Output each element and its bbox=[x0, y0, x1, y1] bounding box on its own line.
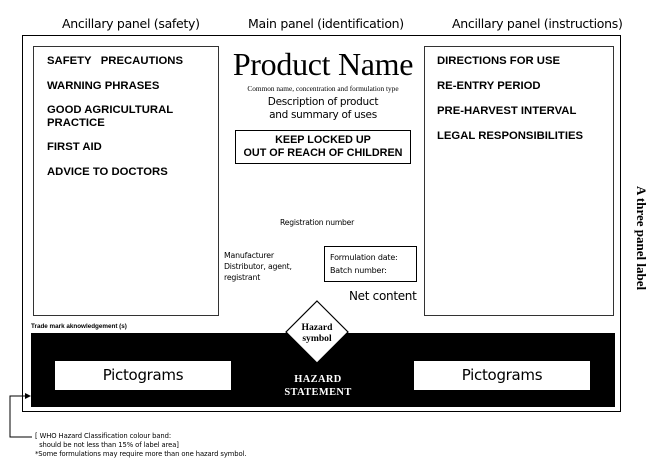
pictograms-right: Pictograms bbox=[414, 361, 590, 390]
manufacturer-info: Manufacturer Distributor, agent, registr… bbox=[224, 251, 292, 282]
item-pre-harvest-interval: PRE-HARVEST INTERVAL bbox=[437, 105, 577, 117]
label-frame bbox=[22, 35, 621, 412]
item-warning-phrases: WARNING PHRASES bbox=[47, 80, 160, 92]
formulation-box: Formulation date: Batch number: bbox=[324, 246, 417, 282]
batch-number: Batch number: bbox=[330, 266, 387, 275]
safety-panel bbox=[33, 46, 219, 316]
formulation-date: Formulation date: bbox=[330, 253, 398, 262]
item-advice-to-doctors: ADVICE TO DOCTORS bbox=[47, 166, 168, 178]
keep-locked-box: KEEP LOCKED UP OUT OF REACH OF CHILDREN bbox=[235, 130, 411, 164]
header-left-panel: Ancillary panel (safety) bbox=[62, 16, 200, 31]
product-subtitle: Common name, concentration and formulati… bbox=[247, 84, 399, 93]
item-legal-responsibilities: LEGAL RESPONSIBILITIES bbox=[437, 130, 584, 142]
hazard-statement: HAZARD STATEMENT bbox=[284, 374, 352, 398]
instructions-panel bbox=[424, 46, 614, 316]
colour-band-connector-arrow bbox=[9, 393, 32, 438]
pictograms-left: Pictograms bbox=[55, 361, 231, 390]
item-re-entry-period: RE-ENTRY PERIOD bbox=[437, 80, 541, 92]
trademark-acknowledgement: Trade mark aknowledgement (s) bbox=[31, 323, 127, 330]
header-main-panel: Main panel (identification) bbox=[248, 16, 404, 31]
product-name: Product Name bbox=[232, 46, 414, 82]
registration-number: Registration number bbox=[280, 218, 355, 227]
footnotes: [ WHO Hazard Classification colour band:… bbox=[35, 432, 247, 458]
item-good-agricultural-practice: GOOD AGRICULTURAL PRACTICE bbox=[47, 104, 174, 129]
hazard-symbol-diamond bbox=[285, 300, 349, 364]
header-right-panel: Ancillary panel (instructions) bbox=[452, 16, 623, 31]
side-label: A three panel label bbox=[634, 186, 649, 291]
net-content: Net content bbox=[349, 289, 417, 303]
item-first-aid: FIRST AID bbox=[47, 141, 102, 153]
item-directions-for-use: DIRECTIONS FOR USE bbox=[437, 55, 561, 67]
item-safety-precautions: SAFETY PRECAUTIONS bbox=[47, 55, 183, 67]
hazard-symbol-text: Hazard symbol bbox=[301, 322, 333, 344]
product-description: Description of product and summary of us… bbox=[267, 96, 379, 121]
